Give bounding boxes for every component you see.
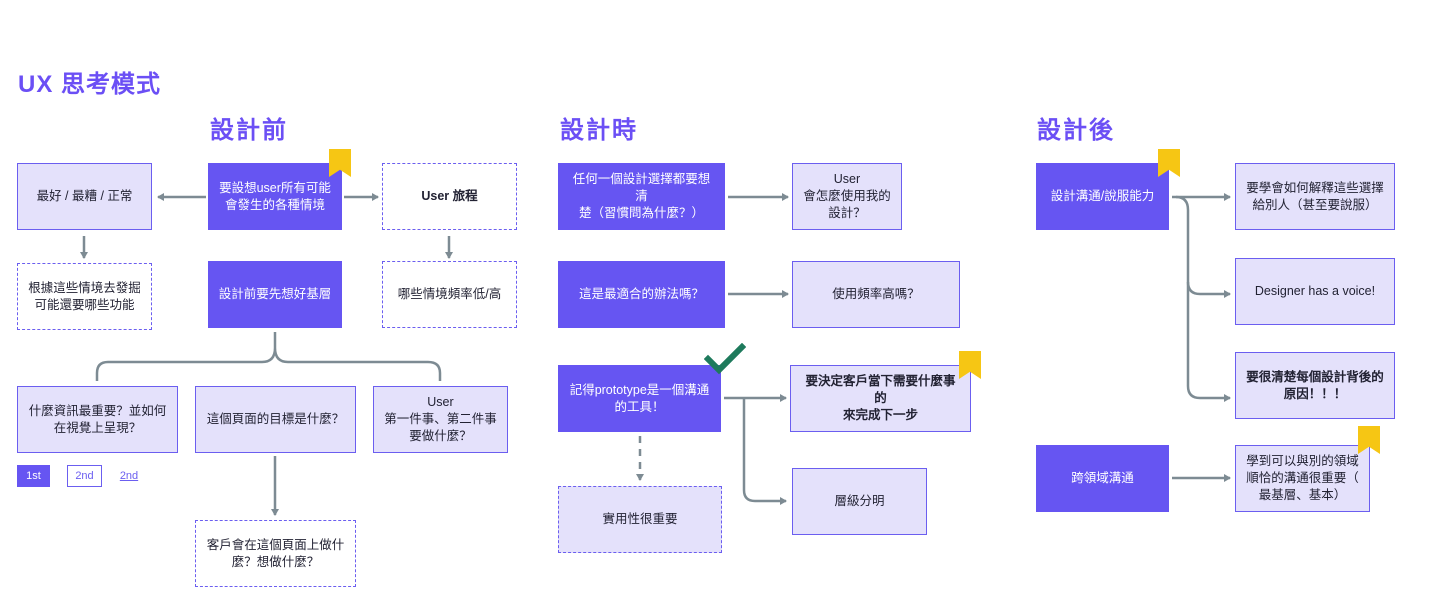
node-a1[interactable]: 設計溝通/說服能力 <box>1036 163 1169 230</box>
node-a2[interactable]: 要學會如何解釋這些選擇 給別人（甚至要說服） <box>1235 163 1395 230</box>
node-b6[interactable]: 設計前要先想好基層 <box>208 261 342 328</box>
node-b10[interactable]: 客戶會在這個頁面上做什 麼？想做什麼？ <box>195 520 356 587</box>
brace-b6 <box>95 332 442 381</box>
node-a3[interactable]: Designer has a voice! <box>1235 258 1395 325</box>
page-title: UX 思考模式 <box>18 71 162 98</box>
check-icon <box>704 343 746 375</box>
node-d7[interactable]: 層級分明 <box>792 468 927 535</box>
bookmark-icon <box>959 351 981 379</box>
node-d8[interactable]: 實用性很重要 <box>558 486 722 553</box>
node-d2[interactable]: User 會怎麼使用我的 設計？ <box>792 163 902 230</box>
heading-after: 設計後 <box>1037 117 1115 144</box>
legend-link-2nd[interactable]: 2nd <box>119 470 139 482</box>
node-b7[interactable]: 什麼資訊最重要？並如何 在視覺上呈現？ <box>17 386 178 453</box>
node-a4[interactable]: 要很清楚每個設計背後的 原因！！！ <box>1235 352 1395 419</box>
bookmark-icon <box>329 149 351 177</box>
bookmark-icon <box>1358 426 1380 454</box>
legend-tag-1st[interactable]: 1st <box>17 465 50 487</box>
node-b5[interactable]: 哪些情境頻率低/高 <box>382 261 517 328</box>
arrow-d5-d7 <box>742 398 787 505</box>
node-b2[interactable]: 最好 / 最糟 / 正常 <box>17 163 152 230</box>
node-b4[interactable]: 根據這些情境去發掘 可能還要哪些功能 <box>17 263 152 330</box>
heading-before: 設計前 <box>210 117 288 144</box>
node-b3[interactable]: User 旅程 <box>382 163 517 230</box>
legend-tag-2nd[interactable]: 2nd <box>67 465 102 487</box>
node-d4[interactable]: 使用頻率高嗎？ <box>792 261 960 328</box>
node-b8[interactable]: 這個頁面的目標是什麼？ <box>195 386 356 453</box>
heading-during: 設計時 <box>560 117 638 144</box>
arrow-a1-a4 <box>1186 282 1231 402</box>
node-d3[interactable]: 這是最適合的辦法嗎？ <box>558 261 725 328</box>
node-b1[interactable]: 要設想user所有可能 會發生的各種情境 <box>208 163 342 230</box>
node-d1[interactable]: 任何一個設計選擇都要想清 楚（習慣問為什麼？） <box>558 163 725 230</box>
node-a5[interactable]: 跨領域溝通 <box>1036 445 1169 512</box>
bookmark-icon <box>1158 149 1180 177</box>
node-b9[interactable]: User 第一件事、第二件事 要做什麼？ <box>373 386 508 453</box>
node-a6[interactable]: 學到可以與別的領域 順恰的溝通很重要（ 最基層、基本） <box>1235 445 1370 512</box>
node-d5[interactable]: 記得prototype是一個溝通 的工具！ <box>558 365 721 432</box>
node-d6[interactable]: 要決定客戶當下需要什麼事的 來完成下一步 <box>790 365 971 432</box>
arrow-a1-a3 <box>1175 195 1231 298</box>
